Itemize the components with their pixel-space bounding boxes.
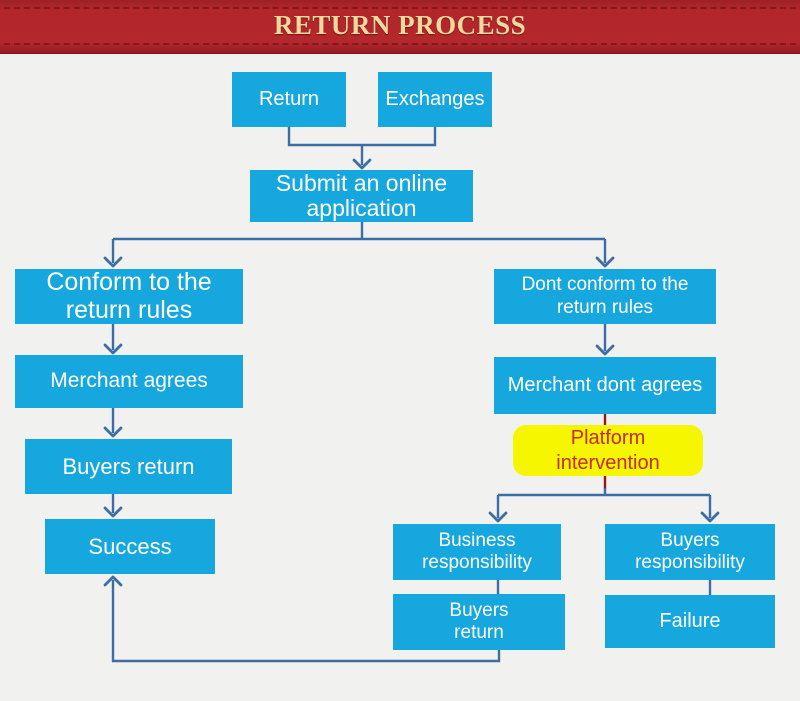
- arrow-down-icon: [595, 344, 615, 356]
- node-buyers-responsibility: Buyers responsibility: [605, 524, 775, 580]
- arrow-down-icon: [103, 343, 123, 355]
- edge-platform-to-responsibilities: [488, 476, 720, 523]
- arrow-down-icon: [103, 506, 123, 518]
- node-buyers-return-bottom: Buyers return: [393, 594, 565, 650]
- arrow-down-icon: [103, 256, 123, 268]
- node-buyers-return: Buyers return: [25, 439, 232, 494]
- node-business-responsibility: Business responsibility: [393, 524, 561, 580]
- node-conform-rules: Conform to the return rules: [15, 268, 243, 324]
- arrow-up-icon: [103, 575, 123, 587]
- arrow-down-icon: [700, 511, 720, 523]
- arrow-down-icon: [595, 256, 615, 268]
- edge-dont-conform-to-merchant-dont: [595, 324, 615, 356]
- node-exchanges: Exchanges: [378, 72, 492, 127]
- node-failure: Failure: [605, 595, 775, 648]
- page-title: RETURN PROCESS: [273, 10, 527, 40]
- edge-conform-to-merchant-agrees: [103, 324, 123, 355]
- arrow-down-icon: [352, 158, 372, 170]
- stitch-line-bottom: [4, 43, 796, 45]
- edge-buyers-return-to-success: [103, 494, 123, 518]
- node-submit-application: Submit an online application: [250, 170, 473, 222]
- edge-return-exchanges-to-submit: [287, 127, 437, 170]
- node-merchant-dont-agrees: Merchant dont agrees: [494, 357, 716, 414]
- stitch-line-top: [4, 7, 796, 9]
- node-merchant-agrees: Merchant agrees: [15, 355, 243, 408]
- arrow-down-icon: [488, 511, 508, 523]
- node-return: Return: [232, 72, 346, 127]
- arrow-down-icon: [103, 426, 123, 438]
- node-success: Success: [45, 519, 215, 574]
- edge-merchant-agrees-to-buyers-return: [103, 408, 123, 438]
- edge-submit-to-branches: [103, 222, 615, 268]
- header-banner: RETURN PROCESS: [0, 0, 800, 54]
- node-platform-intervention: Platform intervention: [513, 425, 703, 476]
- node-dont-conform-rules: Dont conform to the return rules: [494, 269, 716, 324]
